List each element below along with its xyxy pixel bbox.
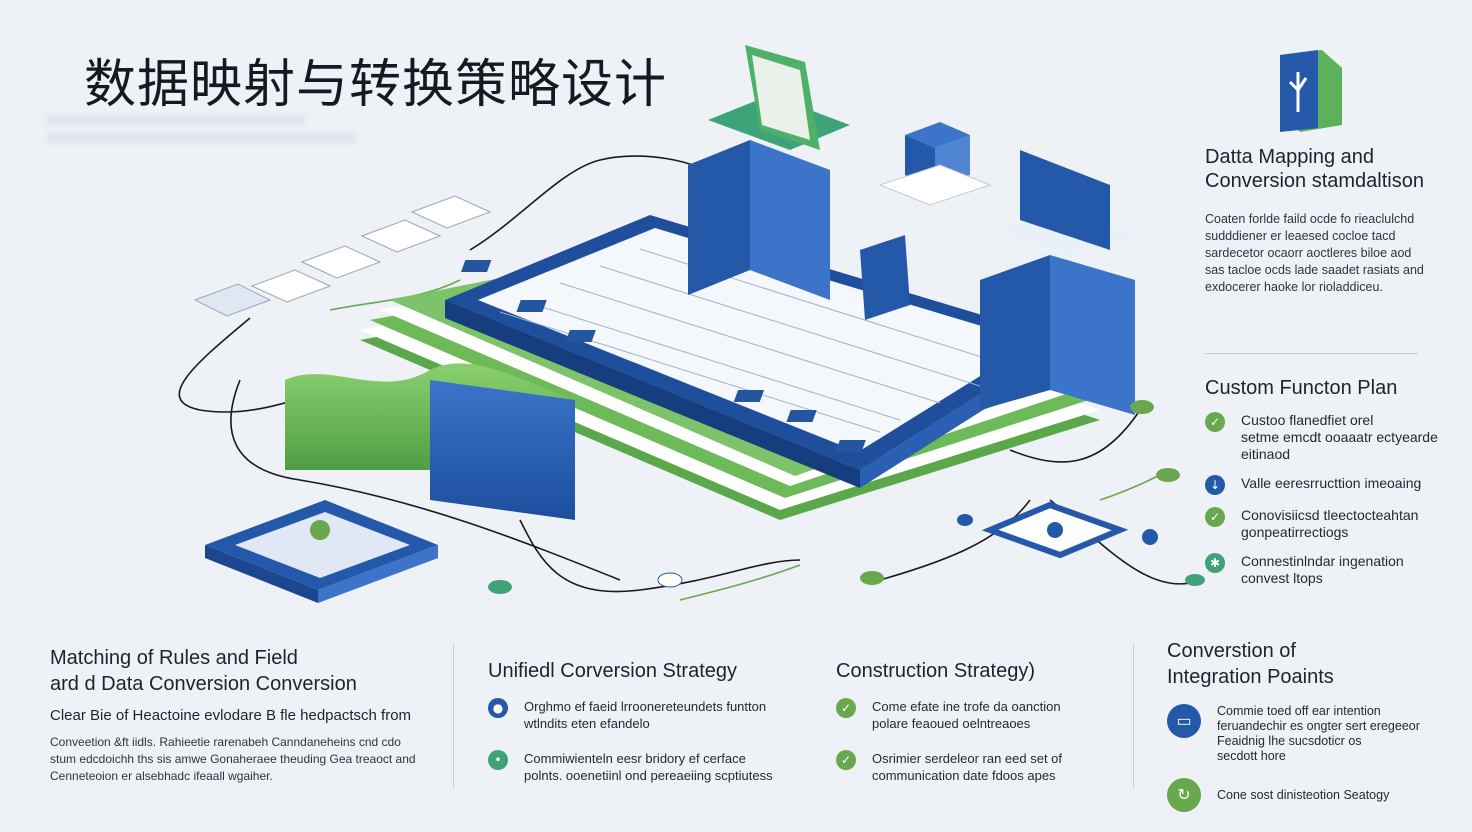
document-stack [193,195,492,317]
body-line: sas tacloe ocds lade saadet rasiats and [1205,263,1424,277]
isometric-platform-illustration [178,45,1342,603]
server-tower-3 [980,150,1135,415]
server-tower-1 [688,45,850,300]
dot-icon: • [488,750,508,770]
item-line: Cone sost dinisteotion Seatogy [1217,787,1390,802]
monitor-icon: ▭ [1167,704,1201,738]
item-line: Conovisiicsd tleectocteahtan [1241,507,1419,523]
item-line: Commiwienteln eesr bridory ef cerface [524,751,746,766]
item-line: Feaidnig lhe sucsdoticr os [1217,734,1362,748]
divider [1205,353,1418,354]
body-line: sardecetor ocaorr aoctleres biloe aod [1205,246,1412,260]
divider [1133,643,1134,788]
section-title-line1: Converstion of [1167,640,1296,662]
faded-subtitle-decoration [46,108,366,168]
down-arrow-icon: ↓ [1205,475,1225,495]
lower-left-tablet [205,500,438,603]
check-icon: ✓ [1205,412,1225,432]
section-title: Unifiedl Corversion Strategy [488,660,737,682]
server-stack-2 [878,122,992,206]
check-icon: ✓ [836,750,856,770]
unified-strategy-section: Unifiedl Corversion Strategy ● Orghmo ef… [488,658,818,784]
asterisk-icon: ✱ [1205,553,1225,573]
item-line: communication date fdoos apes [872,768,1056,783]
body-line: stum edcdoichh ths sis amwe Gonaheraee t… [50,752,416,766]
item-line: wtlndits eten efandelo [524,716,650,731]
item-line: Come efate ine trofe da oanction [872,699,1061,714]
list-item: ↻ Cone sost dinisteotion Seatogy [1167,778,1457,812]
section-title-line2: Conversion stamdaltison [1205,170,1424,192]
list-item: ✓ Osrimier serdeleor ran eed set of commu… [836,750,1126,784]
item-line: Connestinlndar ingenation [1241,553,1404,569]
integration-points-section: Converstion of Integration Poaints ▭ Com… [1167,638,1457,812]
section-body: Coaten forlde faild ocde fo rieaclulchd … [1205,211,1455,296]
check-icon: ✓ [836,698,856,718]
rules-matching-section: Matching of Rules and Field ard d Data C… [50,645,445,785]
body-line: Cenneteoion er alsebhadc ifeaall wgaiher… [50,769,273,783]
item-line: convest ltops [1241,570,1323,586]
mapping-section: Datta Mapping and Conversion stamdaltiso… [1205,145,1455,296]
construction-strategy-section: Construction Strategy) ✓ Come efate ine … [836,658,1126,784]
section-body: Conveetion &ft iidls. Rahieetie rarenabe… [50,734,445,785]
item-line: secdott hore [1217,749,1286,763]
item-line: Orghmo ef faeid lrroonereteundets funtto… [524,699,767,714]
body-line: Conveetion &ft iidls. Rahieetie rarenabe… [50,735,401,749]
list-item: ● Orghmo ef faeid lrroonereteundets funt… [488,698,818,732]
section-title: Construction Strategy) [836,660,1035,682]
item-line: setme emcdt ooaaatr ectyearde [1241,429,1438,445]
section-subtitle: Clear Bie of Heactoine evlodare B fle he… [50,707,412,724]
body-line: Coaten forlde faild ocde fo rieaclulchd [1205,212,1415,226]
item-line: Custoo flanedfiet orel [1241,412,1374,428]
custom-function-section: Custom Functon Plan ✓ Custoo flanedfiet … [1205,376,1455,587]
lower-right-tablet [981,501,1129,559]
item-line: polare feaoued oelntreaoes [872,716,1031,731]
item-line: polnts. ooenetiinl ond pereaeiing scptiu… [524,768,773,783]
section-title-line1: Datta Mapping and [1205,146,1375,168]
page-title: 数据映射与转换策略设计 [84,55,668,115]
list-item: ↓ Valle eeresrructtion imeoaing [1205,475,1455,495]
small-box [860,235,910,320]
refresh-icon: ↻ [1167,778,1201,812]
section-title-line2: ard d Data Conversion Conversion [50,673,357,695]
item-line: feruandechir es ongter sert eregeeor [1217,719,1420,733]
check-icon: ✓ [1205,507,1225,527]
list-item: ✓ Come efate ine trofe da oanction polare… [836,698,1126,732]
item-line: Osrimier serdeleor ran eed set of [872,751,1063,766]
section-title-line2: Integration Poaints [1167,666,1334,688]
list-item: • Commiwienteln eesr bridory ef cerface p… [488,750,818,784]
body-line: sudddiener er leaesed cocloe tacd [1205,229,1396,243]
item-line: gonpeatirrectiogs [1241,524,1349,540]
divider [453,643,454,788]
book-logo-icon [1280,50,1342,132]
section-title-line1: Matching of Rules and Field [50,647,298,669]
target-icon: ● [488,698,508,718]
section-title: Custom Functon Plan [1205,377,1398,399]
item-line: Commie toed off ear intention [1217,704,1381,718]
item-line: Valle eeresrructtion imeoaing [1241,475,1422,491]
item-line: eitinaod [1241,446,1291,462]
body-line: exdocerer haoke lor rioladdiceu. [1205,280,1383,294]
